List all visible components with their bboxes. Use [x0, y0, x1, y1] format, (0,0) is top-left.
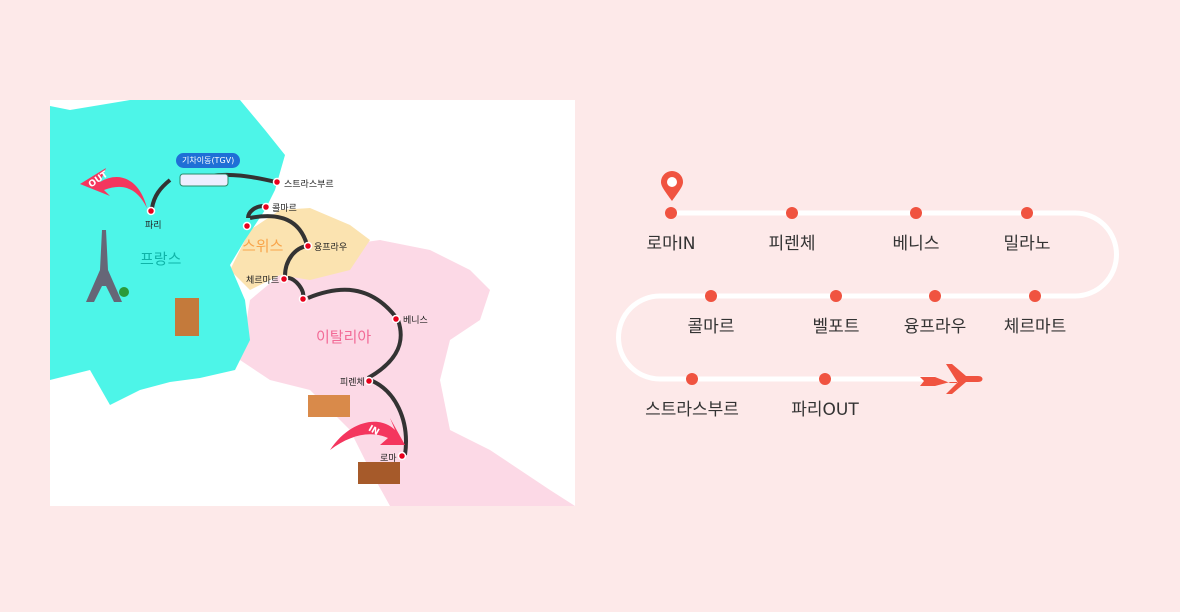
stop-dot	[786, 207, 798, 219]
stop-label: 콜마르	[687, 317, 735, 337]
stop-label: 피렌체	[768, 234, 816, 254]
stop-label: 체르마트	[1003, 317, 1067, 337]
in-arrow	[330, 418, 405, 450]
train-icon	[179, 173, 229, 187]
city-label-florence: 피렌체	[340, 378, 365, 388]
city-label-venice: 베니스	[403, 316, 428, 326]
tree-icon	[119, 287, 129, 297]
stop-dot	[1029, 290, 1041, 302]
city-label-colmar: 콜마르	[272, 204, 297, 214]
start-pin-icon	[661, 171, 683, 201]
city-label-strasbourg: 스트라스부르	[284, 180, 334, 190]
city-label-jungfrau: 융프라우	[314, 243, 348, 253]
stop-dot	[929, 290, 941, 302]
stop-label: 스트라스부르	[645, 400, 739, 420]
country-label-switzerland: 스위스	[242, 237, 284, 255]
stop-dot	[830, 290, 842, 302]
stop-dot	[819, 373, 831, 385]
city-label-rome: 로마	[380, 454, 397, 464]
stop-dot	[705, 290, 717, 302]
colosseum-icon	[358, 462, 400, 484]
country-label-france: 프랑스	[140, 250, 182, 268]
stop-label: 벨포트	[812, 317, 860, 337]
stop-dot	[1021, 207, 1033, 219]
stop-label: 베니스	[892, 234, 940, 254]
eiffel-tower-icon	[86, 230, 122, 302]
city-label-zermatt: 체르마트	[246, 276, 280, 286]
stop-label: 로마IN	[646, 234, 696, 254]
stop-label: 파리OUT	[791, 400, 859, 420]
out-arrow	[80, 168, 147, 208]
stop-dot	[910, 207, 922, 219]
city-label-paris: 파리	[145, 221, 162, 231]
route-line	[616, 210, 1119, 382]
travel-map: 기차이동(TGV) 프랑스 스위스 이탈리아 파리 스트라스부르 콜마르 융프라…	[50, 100, 575, 506]
stop-dot	[665, 207, 677, 219]
vatican-icon	[308, 395, 350, 417]
stop-dot	[686, 373, 698, 385]
airplane-icon	[920, 364, 983, 394]
map-graphic	[50, 100, 575, 506]
stop-label: 밀라노	[1003, 234, 1051, 254]
stop-label: 융프라우	[903, 317, 967, 337]
italy-shape	[240, 240, 575, 506]
country-label-italy: 이탈리아	[316, 328, 372, 346]
notre-dame-icon	[175, 298, 199, 336]
train-badge: 기차이동(TGV)	[176, 153, 241, 168]
